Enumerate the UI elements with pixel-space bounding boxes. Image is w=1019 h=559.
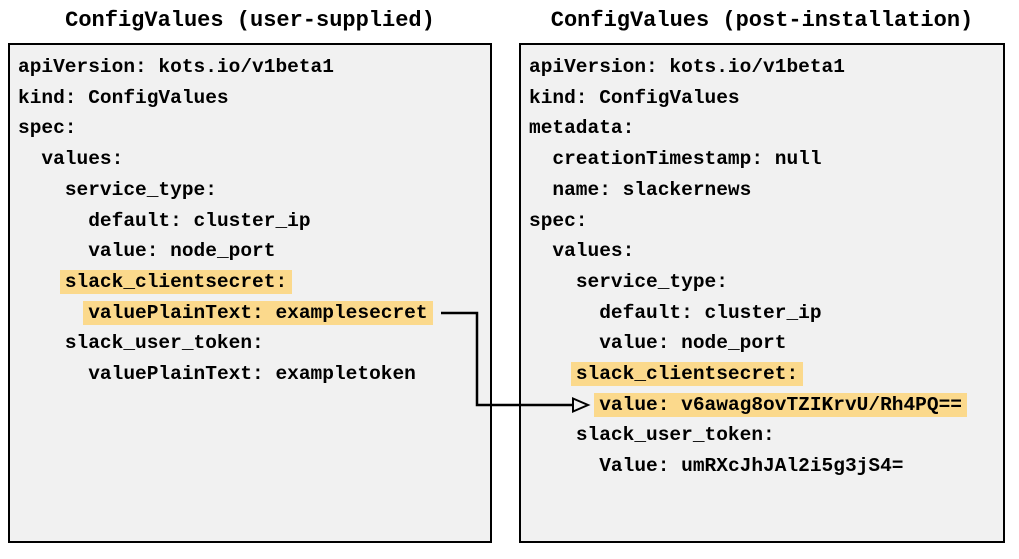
- code-text: apiVersion: kots.io/v1beta1: [529, 56, 845, 78]
- code-indent: [18, 148, 41, 170]
- code-indent: [529, 455, 599, 477]
- code-line: slack_clientsecret:: [18, 267, 490, 298]
- code-indent: [529, 148, 552, 170]
- code-line: valuePlainText: exampletoken: [18, 359, 490, 390]
- code-text: valuePlainText: exampletoken: [88, 363, 416, 386]
- code-text: name: slackernews: [552, 178, 752, 201]
- code-line: slack_user_token:: [18, 328, 490, 359]
- left-panel-title: ConfigValues (user-supplied): [65, 8, 435, 33]
- code-indent: [529, 302, 599, 324]
- code-indent: [529, 394, 599, 416]
- code-indent: [529, 179, 552, 201]
- highlighted-code-text: slack_clientsecret:: [570, 362, 804, 387]
- code-text: spec:: [529, 209, 588, 232]
- code-line: slack_user_token:: [529, 420, 1003, 451]
- code-line: name: slackernews: [529, 175, 1003, 206]
- code-indent: [18, 363, 88, 385]
- left-panel-code: apiVersion: kots.io/v1beta1 kind: ConfigV…: [10, 45, 490, 390]
- code-indent: [529, 332, 599, 354]
- code-line: slack_clientsecret:: [529, 359, 1003, 390]
- code-text: default: cluster_ip: [88, 209, 311, 232]
- code-text: service_type:: [575, 270, 728, 293]
- code-line: default: cluster_ip: [529, 298, 1003, 329]
- code-line: kind: ConfigValues: [529, 83, 1003, 114]
- code-indent: [529, 424, 576, 446]
- code-indent: [529, 240, 552, 262]
- code-line: apiVersion: kots.io/v1beta1: [529, 52, 1003, 83]
- code-indent: [18, 332, 65, 354]
- code-text: value: node_port: [88, 240, 276, 263]
- code-line: values:: [18, 144, 490, 175]
- code-text: apiVersion: kots.io/v1beta1: [18, 56, 334, 78]
- code-indent: [529, 271, 576, 293]
- code-line: value: node_port: [529, 328, 1003, 359]
- code-line: spec:: [529, 206, 1003, 237]
- code-indent: [18, 271, 65, 293]
- code-text: kind: ConfigValues: [18, 86, 229, 109]
- code-text: spec:: [18, 117, 77, 140]
- code-text: default: cluster_ip: [599, 301, 822, 324]
- code-line: service_type:: [529, 267, 1003, 298]
- code-line: values:: [529, 236, 1003, 267]
- highlighted-code-text: slack_clientsecret:: [59, 269, 293, 294]
- code-line: default: cluster_ip: [18, 206, 490, 237]
- code-indent: [18, 179, 65, 201]
- code-line: kind: ConfigValues: [18, 83, 490, 114]
- code-text: creationTimestamp: null: [552, 148, 822, 171]
- code-text: values:: [552, 240, 635, 263]
- code-text: values:: [41, 148, 124, 171]
- code-text: metadata:: [529, 117, 635, 140]
- code-text: slack_user_token:: [575, 424, 775, 447]
- left-panel: apiVersion: kots.io/v1beta1 kind: ConfigV…: [8, 43, 492, 543]
- right-panel: apiVersion: kots.io/v1beta1 kind: ConfigV…: [519, 43, 1005, 543]
- right-panel-title: ConfigValues (post-installation): [550, 8, 974, 33]
- code-text: service_type:: [64, 178, 217, 201]
- code-line: Value: umRXcJhJAl2i5g3jS4=: [529, 451, 1003, 482]
- code-line: metadata:: [529, 113, 1003, 144]
- code-line: service_type:: [18, 175, 490, 206]
- highlighted-code-text: value: v6awag8ovTZIKrvU/Rh4PQ==: [594, 392, 967, 417]
- code-text: slack_user_token:: [64, 332, 264, 355]
- code-line: valuePlainText: examplesecret: [18, 298, 490, 329]
- code-line: value: v6awag8ovTZIKrvU/Rh4PQ==: [529, 390, 1003, 421]
- highlighted-code-text: valuePlainText: examplesecret: [83, 300, 433, 325]
- code-indent: [18, 240, 88, 262]
- code-text: value: node_port: [599, 332, 787, 355]
- code-indent: [529, 363, 576, 385]
- code-line: spec:: [18, 113, 490, 144]
- code-indent: [18, 302, 88, 324]
- code-line: creationTimestamp: null: [529, 144, 1003, 175]
- right-panel-code: apiVersion: kots.io/v1beta1 kind: ConfigV…: [521, 45, 1003, 482]
- code-text: kind: ConfigValues: [529, 86, 740, 109]
- code-line: apiVersion: kots.io/v1beta1: [18, 52, 490, 83]
- code-line: value: node_port: [18, 236, 490, 267]
- code-indent: [18, 210, 88, 232]
- code-text: Value: umRXcJhJAl2i5g3jS4=: [599, 455, 904, 478]
